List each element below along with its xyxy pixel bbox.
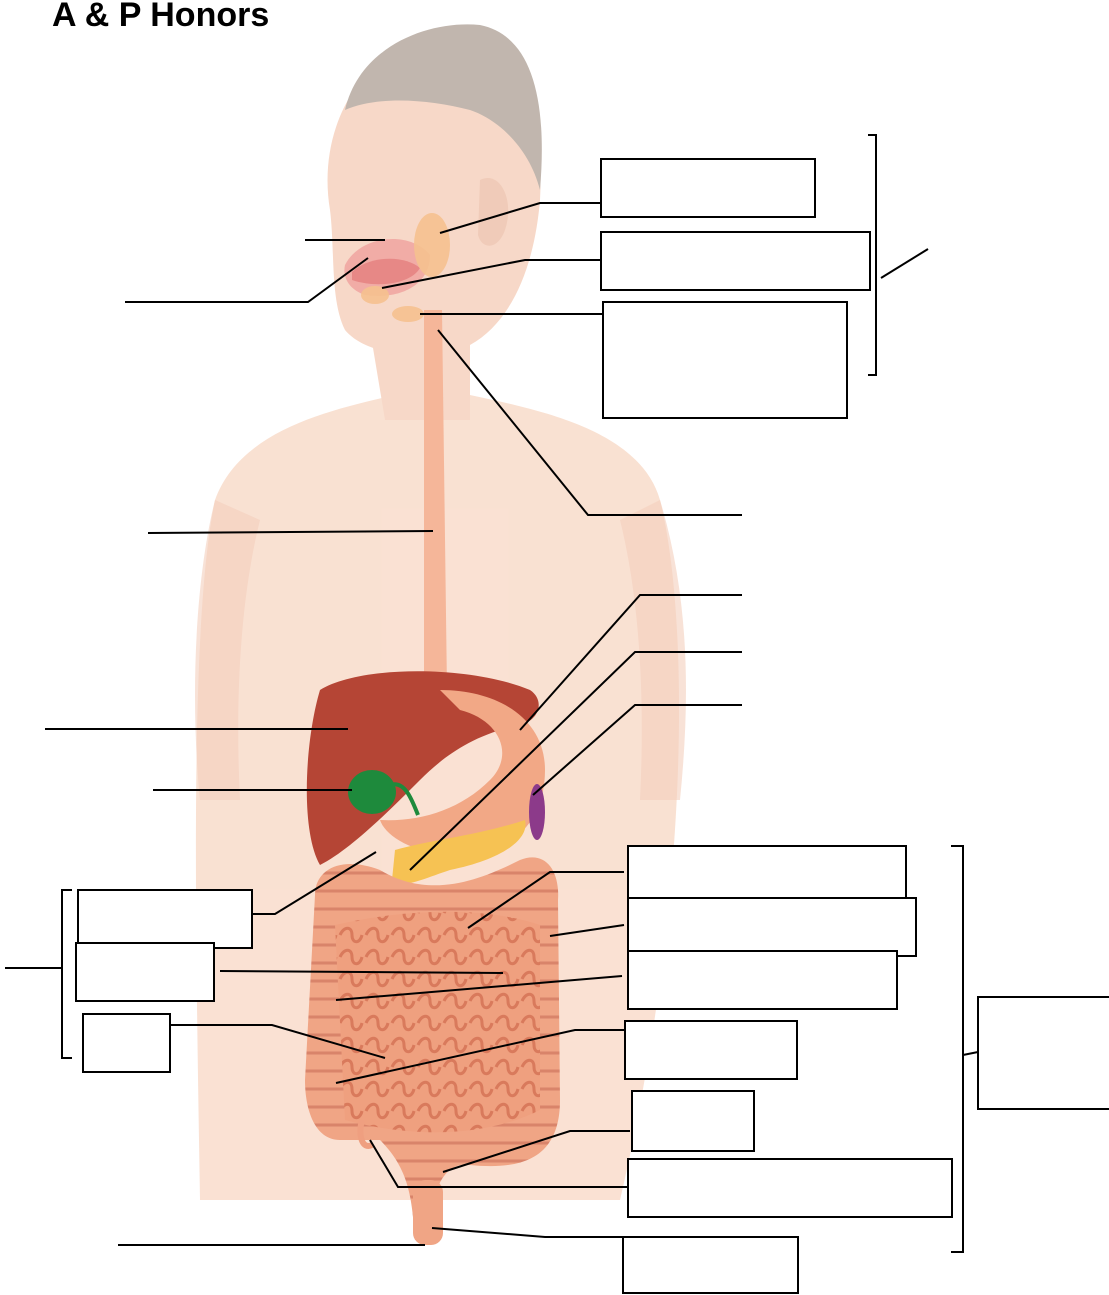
submandibular-gland [392, 306, 424, 322]
label-box[interactable] [977, 996, 1109, 1110]
leader-line [125, 258, 368, 302]
rectum [413, 1180, 443, 1245]
bracket-small-intestine [62, 890, 72, 1058]
label-box[interactable] [77, 889, 253, 949]
label-box[interactable] [631, 1090, 755, 1152]
label-box[interactable] [627, 950, 898, 1010]
leader-line [963, 1052, 978, 1055]
gallbladder [348, 770, 396, 814]
parotid-gland [414, 213, 450, 277]
label-box[interactable] [622, 1236, 799, 1294]
label-box[interactable] [627, 845, 907, 905]
label-box[interactable] [624, 1020, 798, 1080]
label-box[interactable] [75, 942, 215, 1002]
small-intestine [335, 912, 540, 1133]
leader-line [432, 1228, 623, 1237]
label-box[interactable] [627, 897, 917, 957]
label-box[interactable] [82, 1013, 171, 1073]
sublingual-gland [361, 286, 389, 304]
label-box[interactable] [602, 301, 848, 419]
label-box[interactable] [600, 231, 871, 291]
leader-line [881, 249, 928, 278]
label-box[interactable] [627, 1158, 953, 1218]
label-box[interactable] [600, 158, 816, 218]
